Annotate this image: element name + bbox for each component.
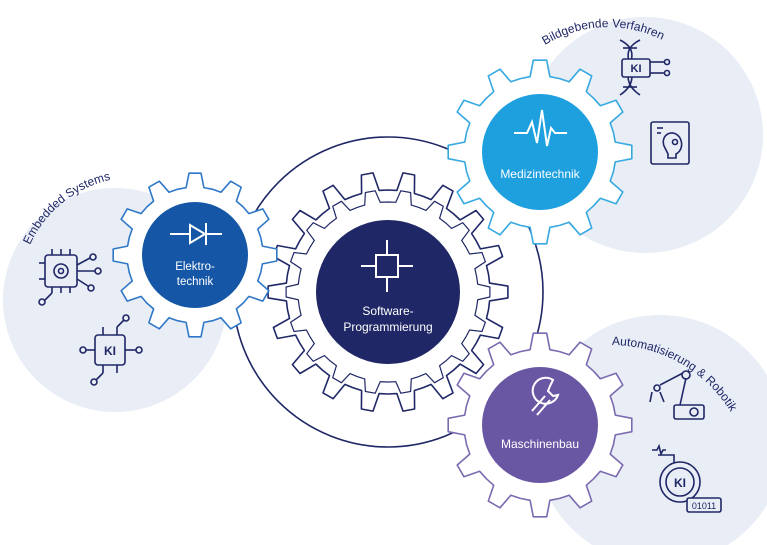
elektrotechnik-label-line1: Elektro- xyxy=(175,261,215,273)
maschinenbau-disc xyxy=(482,367,598,483)
software-gear-inner-outline xyxy=(285,190,491,394)
software-label-line2: Programmierung xyxy=(343,320,432,334)
ki-gear-binary-icon xyxy=(652,443,722,513)
dna-ki-icon xyxy=(619,39,671,96)
diode-icon xyxy=(170,223,222,245)
elektrotechnik-disc xyxy=(142,202,248,308)
ki-text-embedded: KI xyxy=(104,344,116,358)
xray-skull-icon xyxy=(650,121,690,165)
wrench-icon xyxy=(531,376,560,416)
elektrotechnik-label-line2: technik xyxy=(177,276,214,288)
chip-gear-icon xyxy=(38,249,102,306)
maschinenbau-label: Maschinenbau xyxy=(501,437,579,451)
ki-chip-icon xyxy=(79,314,143,386)
medizintechnik-disc xyxy=(482,94,598,210)
robot-arm-icon xyxy=(649,370,705,420)
heartbeat-icon xyxy=(514,109,567,147)
circuit-node-icon xyxy=(361,240,413,292)
software-label-line1: Software- xyxy=(362,304,413,318)
medizintechnik-label: Medizintechnik xyxy=(500,167,580,181)
binary-text: 01011 xyxy=(692,501,716,511)
ki-text-automation: KI xyxy=(674,476,686,490)
ki-text-bildgebend: KI xyxy=(631,63,642,75)
